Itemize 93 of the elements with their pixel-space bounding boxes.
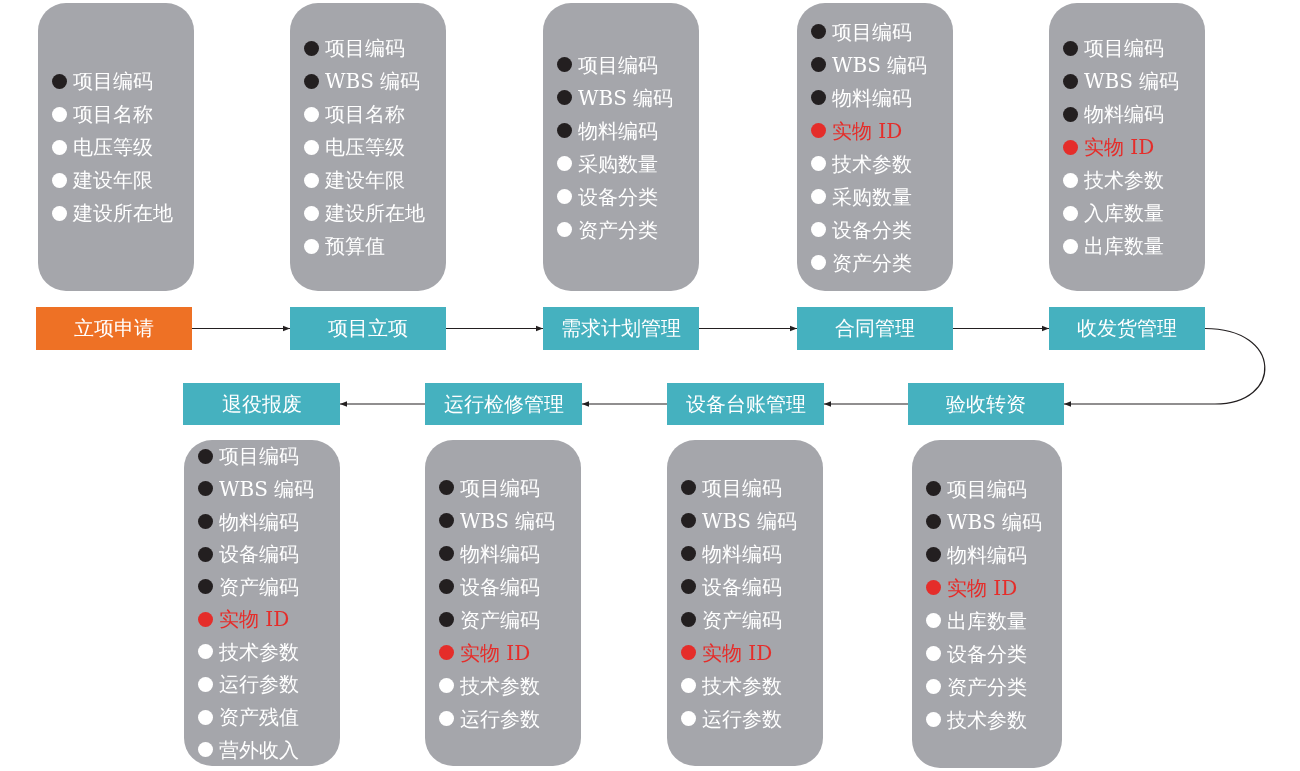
list-item-text: WBS 编码 (578, 85, 674, 110)
list-item-text: 资产分类 (947, 674, 1027, 699)
list-item-text: 项目编码 (73, 69, 153, 93)
list-item-text: 技术参数 (832, 151, 912, 176)
list-item-text: WBS 编码 (947, 509, 1043, 534)
list-item-text: 设备分类 (578, 184, 658, 209)
process-box: 项目立项 (290, 307, 446, 350)
process-box: 退役报废 (183, 383, 340, 425)
list-item-text: 项目编码 (702, 475, 782, 500)
info-card (38, 3, 194, 291)
list-item-text: 实物 ID (460, 640, 531, 665)
list-item-text: 营外收入 (219, 737, 299, 762)
list-item-text: 入库数量 (1084, 201, 1164, 225)
list-item-text: 资产编码 (460, 607, 540, 632)
info-card (425, 440, 581, 766)
list-item-text: 出库数量 (1084, 234, 1164, 258)
list-item-text: WBS 编码 (219, 476, 315, 501)
arrow (581, 401, 668, 407)
list-item-text: 物料编码 (1084, 102, 1164, 126)
list-item-text: 建设年限 (325, 168, 405, 192)
list-item-text: 建设所在地 (325, 201, 425, 225)
list-item-text: 建设年限 (73, 168, 153, 192)
list-item-text: 物料编码 (832, 85, 912, 110)
list-item-text: 设备编码 (460, 574, 540, 599)
list-item-text: 资产编码 (702, 607, 782, 632)
list-item-text: 项目名称 (325, 102, 405, 126)
list-item-text: 资产编码 (219, 574, 299, 599)
list-item-text: 实物 ID (947, 575, 1018, 600)
list-item-text: 设备分类 (947, 641, 1027, 666)
list-item-text: 实物 ID (702, 640, 773, 665)
list-item-text: 预算值 (325, 234, 385, 258)
list-item-text: 技术参数 (460, 673, 540, 698)
list-item-text: 运行参数 (460, 706, 540, 731)
list-item-text: 技术参数 (947, 707, 1027, 732)
list-item-text: 资产分类 (832, 250, 912, 275)
list-item-text: 物料编码 (947, 542, 1027, 567)
list-item-text: 技术参数 (702, 673, 782, 698)
process-box: 验收转资 (908, 383, 1064, 425)
list-item-text: WBS 编码 (460, 508, 556, 533)
arrow (698, 325, 798, 332)
list-item-text: 物料编码 (702, 541, 782, 566)
list-item-text: 运行参数 (219, 672, 299, 697)
list-item-text: 项目编码 (460, 475, 540, 500)
info-card (1049, 3, 1205, 291)
list-item-text: 项目编码 (578, 52, 658, 77)
list-item-text: 实物 ID (832, 118, 903, 143)
list-item-text: 项目编码 (947, 476, 1027, 501)
process-box: 立项申请 (36, 307, 192, 350)
list-item-text: WBS 编码 (832, 52, 928, 77)
arrow (823, 401, 909, 407)
process-box: 设备台账管理 (667, 383, 824, 425)
list-item-text: 资产残值 (219, 705, 299, 730)
list-item-text: 采购数量 (578, 151, 658, 176)
process-box: 需求计划管理 (543, 307, 699, 350)
list-item-text: 物料编码 (578, 118, 658, 143)
list-item-text: 资产分类 (578, 217, 658, 242)
list-item-text: WBS 编码 (1084, 69, 1180, 93)
info-card (290, 3, 446, 291)
arrow (191, 325, 291, 332)
info-card (667, 440, 823, 766)
list-item-text: 电压等级 (73, 135, 153, 159)
list-item-text: 项目编码 (325, 36, 405, 60)
process-box: 运行检修管理 (425, 383, 582, 425)
list-item-text: 设备分类 (832, 217, 912, 242)
arrow (339, 401, 426, 407)
info-card (543, 3, 699, 291)
info-card (797, 3, 953, 291)
list-item-text: 设备编码 (219, 542, 299, 567)
list-item-text: 采购数量 (832, 184, 912, 209)
list-item-text: 项目编码 (1084, 36, 1164, 60)
list-item-text: 实物 ID (1084, 135, 1155, 159)
list-item-text: 项目名称 (73, 102, 153, 126)
list-item-text: 建设所在地 (73, 201, 173, 225)
list-item-text: 出库数量 (947, 608, 1027, 633)
info-card (912, 440, 1062, 768)
list-item-text: 物料编码 (219, 509, 299, 534)
info-card (184, 440, 340, 766)
list-item-text: 实物 ID (219, 607, 290, 632)
list-item-text: 电压等级 (325, 135, 405, 159)
list-item-text: 技术参数 (219, 639, 299, 664)
arrow (952, 325, 1050, 332)
process-box: 收发货管理 (1049, 307, 1205, 350)
list-item-text: 运行参数 (702, 706, 782, 731)
list-item-text: 项目编码 (219, 444, 299, 469)
list-item-text: 设备编码 (702, 574, 782, 599)
list-item-text: WBS 编码 (702, 508, 798, 533)
list-item-text: WBS 编码 (325, 69, 421, 93)
arrow (445, 325, 544, 332)
list-item-text: 技术参数 (1084, 168, 1164, 192)
list-item-text: 物料编码 (460, 541, 540, 566)
list-item-text: 项目编码 (832, 19, 912, 44)
process-box: 合同管理 (797, 307, 953, 350)
arrow (1063, 327, 1266, 407)
